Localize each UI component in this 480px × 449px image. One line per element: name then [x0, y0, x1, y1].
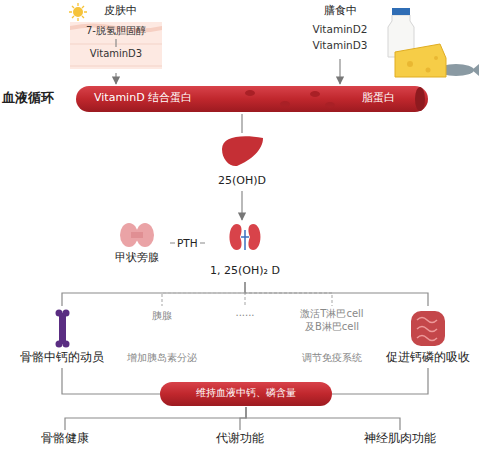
- node-text: 骨骼健康: [25, 431, 105, 446]
- node-text: VitaminD 结合蛋白: [94, 91, 244, 105]
- connector-line: [65, 407, 246, 430]
- liver-icon: [222, 136, 263, 166]
- node-text: 神经肌肉功能: [350, 431, 450, 446]
- connector-line: [241, 114, 242, 133]
- node-text: ......: [222, 307, 268, 320]
- node-text: 激活T淋巴cell 及B淋巴cell: [294, 308, 370, 333]
- node-text: 7-脱氢胆固醇: [73, 25, 159, 38]
- node-text: 调节免疫系统: [284, 352, 380, 365]
- connector-line: [245, 282, 428, 306]
- connector-line: [245, 282, 332, 306]
- blood-vessel-band: 血液循环 VitaminD 结合蛋白 脂蛋白: [2, 84, 430, 114]
- effect-node: 骨骼中钙的动员: [12, 306, 112, 368]
- node-text: 促进钙磷的吸收: [380, 350, 476, 364]
- bone-icon: [56, 310, 70, 348]
- ellipsis-node: ......: [222, 306, 268, 324]
- node-text: 胰腺: [118, 310, 206, 323]
- skin-box: 皮肤中 7-脱氢胆固醇 VitaminD3: [68, 3, 164, 73]
- diet-box: 膳食中 VitaminD2VitaminD3: [300, 3, 380, 59]
- node-text: 血液循环: [2, 90, 74, 106]
- node-text: 1, 25(OH)₂ D: [205, 264, 285, 278]
- node-text: 皮肤中: [90, 4, 150, 18]
- outcome-node: 骨骼健康: [25, 430, 105, 448]
- node-text: 维持血液中钙、磷含量: [160, 387, 332, 400]
- connector-line: [240, 407, 246, 430]
- node-text: 代谢功能: [200, 431, 280, 446]
- connector-line: [115, 39, 116, 47]
- sun-icon: [69, 3, 87, 21]
- compound-box: 7-脱氢胆固醇: [73, 24, 159, 39]
- parathyroid-icon: [120, 223, 154, 247]
- effect-node: 促进钙磷的吸收: [380, 306, 476, 368]
- compound-box: VitaminD3: [73, 47, 159, 63]
- cheese-icon: [395, 44, 446, 77]
- outcome-node: 代谢功能: [200, 430, 280, 448]
- blood-vessel-band: 维持血液中钙、磷含量: [160, 381, 332, 407]
- intestine-icon: [411, 311, 445, 346]
- parathyroid-node: 甲状旁腺: [104, 220, 170, 266]
- connector-line: [115, 73, 116, 84]
- liver-node: 25(OH)D: [212, 133, 272, 191]
- node-text: 骨骼中钙的动员: [12, 350, 112, 364]
- outcome-node: 神经肌肉功能: [350, 430, 450, 448]
- blood-vessel: [76, 86, 428, 112]
- node-text: 25(OH)D: [212, 174, 272, 188]
- edge-label: PTH: [175, 237, 200, 250]
- effect-node: 胰腺增加胰岛素分泌: [118, 306, 206, 370]
- connector-line: [162, 282, 245, 306]
- skin-layer: [70, 22, 162, 69]
- blood-vessel: [160, 382, 332, 406]
- connector-line: [246, 407, 400, 430]
- connector-line: [241, 191, 242, 220]
- node-text: 膳食中: [300, 4, 380, 18]
- connector-line: [332, 368, 428, 394]
- node-text: VitaminD2: [300, 23, 380, 36]
- node-text: 甲状旁腺: [104, 251, 170, 264]
- node-text: 增加胰岛素分泌: [118, 352, 206, 365]
- kidney-icon: [230, 224, 261, 250]
- node-text: VitaminD3: [300, 39, 380, 52]
- connector-line: [62, 282, 245, 306]
- node-text: VitaminD3: [73, 48, 159, 61]
- kidney-node: 1, 25(OH)₂ D: [205, 220, 285, 282]
- effect-node: 激活T淋巴cell 及B淋巴cell 调节免疫系统: [284, 306, 380, 370]
- node-text: 脂蛋白: [348, 91, 408, 105]
- connector-line: [339, 59, 340, 84]
- connector-line: [62, 368, 160, 394]
